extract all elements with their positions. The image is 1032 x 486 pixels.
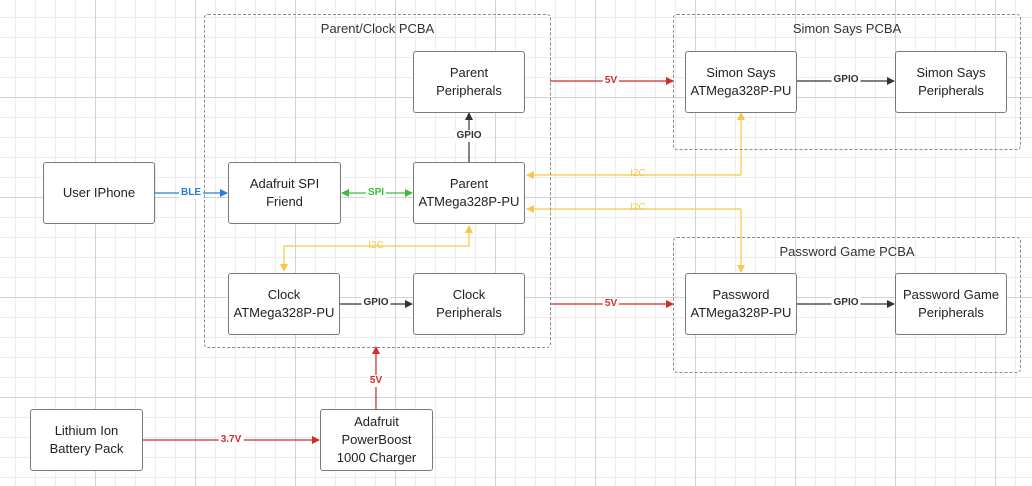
block-label: Battery Pack [49,441,124,456]
label-gpio-simon: GPIO [831,74,861,86]
label-spi: SPI [365,187,387,199]
label-i2c-clock: I2C [368,240,384,251]
block-label: ATMega328P-PU [690,305,792,320]
block-label: Password Game [902,287,1000,302]
label-gpio-clock: GPIO [361,297,391,309]
block-label: Peripherals [918,83,984,98]
wire-i2c-simon [526,112,745,179]
block-label: Lithium Ion [54,423,119,438]
block-label: User IPhone [62,185,136,200]
group-title: Simon Says PCBA [792,21,902,36]
wire-i2c-password [526,205,745,273]
label-ble: BLE [179,187,203,199]
label-power-simon: 5V [602,75,620,87]
block-label: Clock [452,287,486,302]
block-label: 1000 Charger [336,450,417,465]
block-label: Parent [449,176,489,191]
group-simon-says-pcba: Simon Says PCBA [673,14,1021,150]
wire-i2c-clock [280,225,473,272]
block-label: Parent [449,65,489,80]
label-power-battery: 3.7V [218,434,244,446]
group-title: Parent/Clock PCBA [320,21,435,36]
block-label: Password [712,287,770,302]
block-adafruit-spi-friend[interactable]: Adafruit SPI Friend [228,162,341,224]
label-power-board: 5V [367,375,385,387]
block-label: Clock [267,287,301,302]
block-label: Friend [266,194,303,209]
block-label: Peripherals [436,305,502,320]
block-label: Peripherals [436,83,502,98]
block-label: Adafruit SPI [249,176,320,191]
label-i2c-password: I2C [630,202,646,213]
group-title: Password Game PCBA [779,244,915,259]
block-label: ATMega328P-PU [233,305,335,320]
block-label: Peripherals [918,305,984,320]
group-parent-clock-pcba: Parent/Clock PCBA [204,14,551,348]
label-gpio-password: GPIO [831,297,861,309]
label-i2c-simon: I2C [630,168,646,179]
block-label: Adafruit [354,414,399,429]
group-password-game-pcba: Password Game PCBA [673,237,1021,373]
label-gpio-parent: GPIO [454,130,484,142]
block-label: Simon Says [916,65,986,80]
block-label: ATMega328P-PU [418,194,520,209]
label-power-password: 5V [602,298,620,310]
block-user-iphone[interactable]: User IPhone [43,162,155,224]
block-label: ATMega328P-PU [690,83,792,98]
block-label: PowerBoost [341,432,412,447]
block-label: Simon Says [706,65,776,80]
